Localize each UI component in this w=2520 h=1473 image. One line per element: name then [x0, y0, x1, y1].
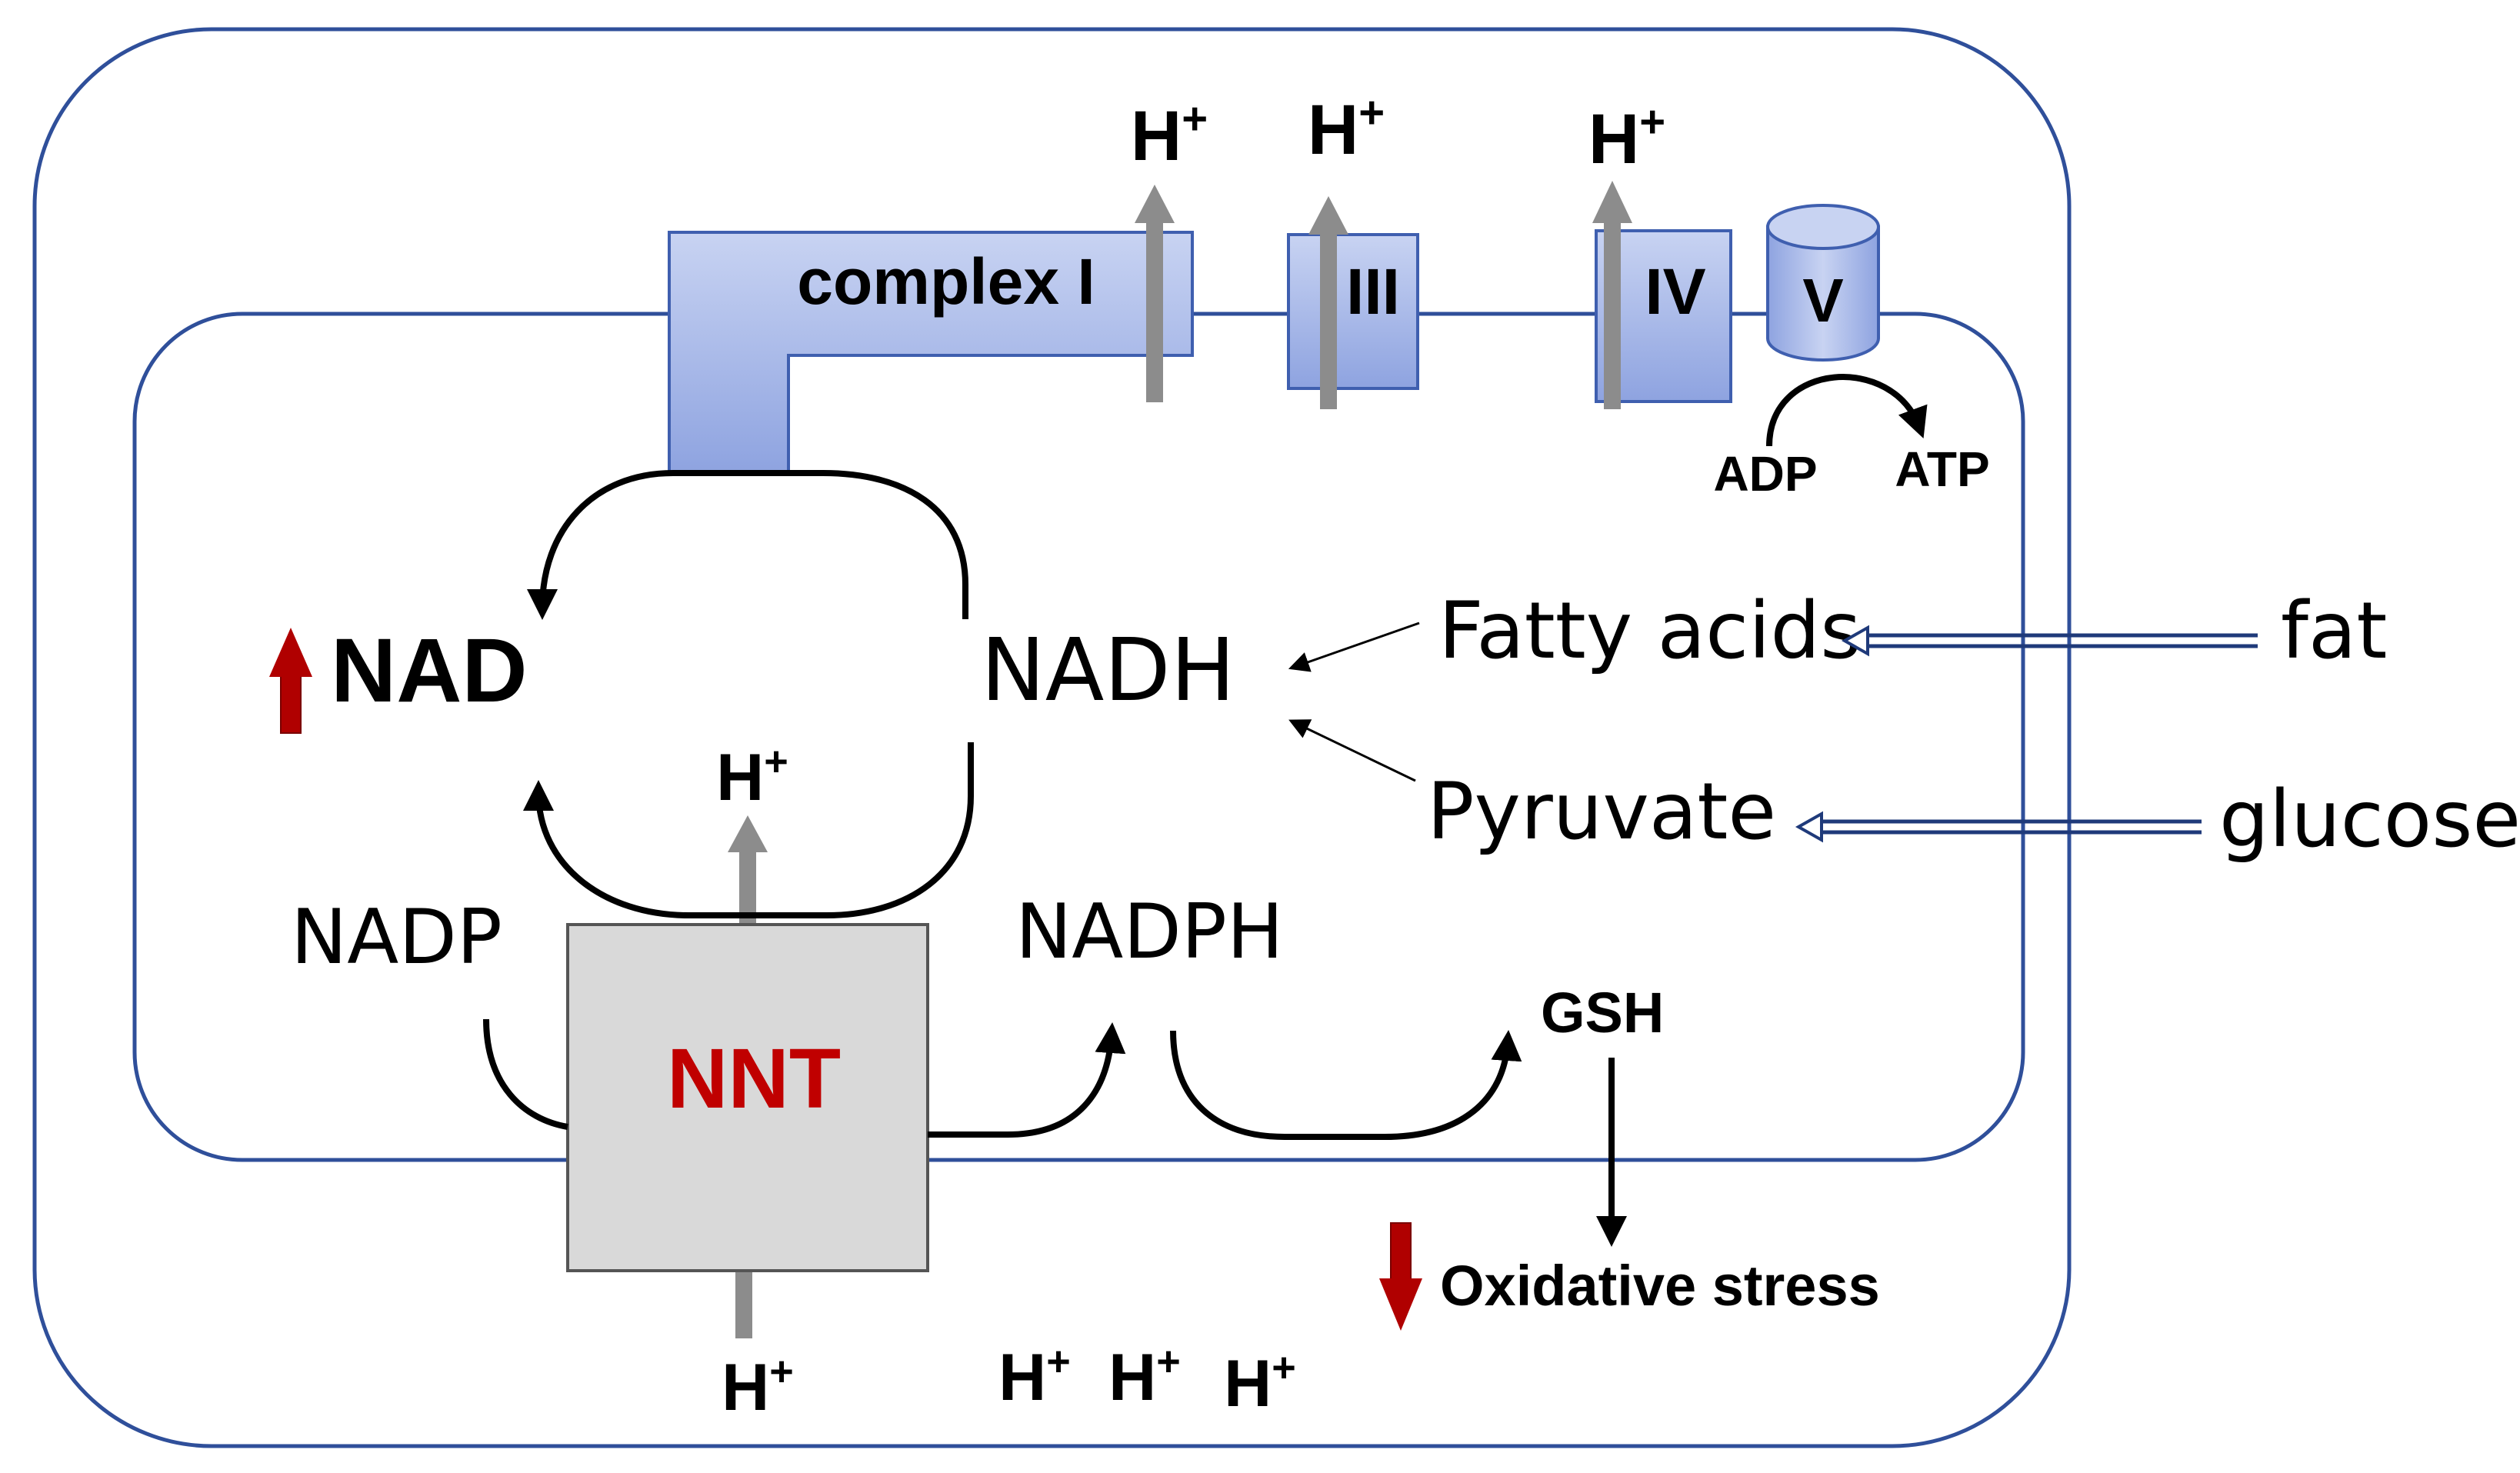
- adp-atp-arrow: [1766, 374, 1928, 447]
- nadh-to-nad-arc: [527, 470, 968, 620]
- nadph-label: NADPH: [1015, 888, 1284, 976]
- atp-label: ATP: [1895, 442, 1989, 497]
- inner-membrane: [132, 312, 2025, 1162]
- adp-label: ADP: [1713, 446, 1817, 502]
- proton-label-complex-iv: H+: [1588, 97, 1665, 178]
- nadp-label: NADP: [291, 894, 502, 981]
- fatty-acids-label: Fatty acids: [1438, 585, 1861, 677]
- proton-label-nnt-bottom: H+: [722, 1348, 794, 1425]
- pyruvate-label: Pyruvate: [1427, 766, 1776, 858]
- complex-v-shape: [1766, 204, 1880, 362]
- proton-label-ims-1: H+: [998, 1338, 1071, 1415]
- pyruvate-to-nadh-arrow: [1288, 719, 1416, 782]
- oxidative-stress-label: Oxidative stress: [1440, 1254, 1880, 1318]
- proton-pump-arrows: [728, 181, 1632, 1338]
- fat-to-fatty-acids-arrow: [1841, 625, 2258, 657]
- oxidative-stress-decrease-arrow: [1379, 1222, 1422, 1331]
- gsh-label: GSH: [1541, 981, 1664, 1045]
- fatty-acids-to-nadh-arrow: [1288, 622, 1420, 672]
- nnt-label: NNT: [667, 1031, 841, 1126]
- nnt-enzyme-box: [566, 923, 929, 1272]
- complex-iii-label: III: [1346, 255, 1400, 328]
- proton-label-ims-3: H+: [1224, 1345, 1296, 1421]
- complex-iv-label: IV: [1645, 255, 1705, 328]
- complex-iii-shape: [1287, 233, 1419, 390]
- complex-i-label: complex I: [797, 245, 1095, 318]
- proton-label-nnt-top: H+: [716, 738, 788, 815]
- proton-label-complex-i: H+: [1131, 94, 1208, 175]
- nnt-to-nadph-arrow: [928, 1022, 1126, 1138]
- proton-label-ims-2: H+: [1108, 1338, 1181, 1415]
- nadh-label: NADH: [981, 621, 1235, 721]
- glucose-label: glucose: [2219, 774, 2520, 865]
- nad-increase-arrow: [269, 628, 312, 734]
- nadp-into-nnt-arrow: [483, 1018, 568, 1130]
- nadph-to-gsh-arrow: [1170, 1030, 1522, 1140]
- nnt-to-nad-arc: [523, 742, 974, 918]
- fat-label: fat: [2281, 585, 2387, 677]
- nad-label: NAD: [331, 620, 528, 722]
- complex-v-label: V: [1802, 266, 1843, 335]
- glucose-to-pyruvate-arrow: [1795, 811, 2202, 843]
- outer-membrane: [32, 27, 2072, 1448]
- proton-label-complex-iii: H+: [1308, 88, 1385, 169]
